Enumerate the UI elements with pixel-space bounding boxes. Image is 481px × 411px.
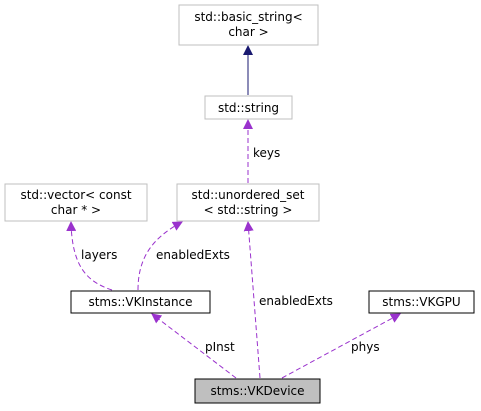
- edge-enabledexts-device: [243, 221, 261, 379]
- edge-label-keys: keys: [253, 146, 280, 160]
- edge-label-enabledexts-instance: enabledExts: [156, 248, 230, 262]
- edge-label-phys: phys: [351, 340, 380, 354]
- edge-label-layers: layers: [81, 248, 117, 262]
- node-vkdevice: stms::VKDevice: [194, 378, 321, 404]
- node-basic-string[interactable]: std::basic_string< char >: [178, 4, 319, 46]
- node-unordered-set-line2: < std::string >: [204, 203, 293, 217]
- node-vector[interactable]: std::vector< const char * >: [4, 183, 148, 222]
- node-basic-string-line1: std::basic_string<: [194, 10, 302, 24]
- node-vector-line1: std::vector< const: [20, 188, 131, 202]
- node-unordered-set-line1: std::unordered_set: [192, 188, 305, 202]
- edge-pinst: [151, 313, 237, 379]
- edge-label-pinst: pInst: [205, 340, 235, 354]
- node-vector-line2: char * >: [51, 203, 101, 217]
- node-vkdevice-label: stms::VKDevice: [210, 384, 304, 398]
- edge-label-enabledexts-device: enabledExts: [259, 294, 333, 308]
- node-vkinstance-label: stms::VKInstance: [88, 295, 192, 309]
- node-vkgpu-label: stms::VKGPU: [382, 295, 460, 309]
- node-unordered-set[interactable]: std::unordered_set < std::string >: [176, 183, 320, 222]
- node-string-label: std::string: [218, 101, 279, 115]
- edge-enabledexts-instance: [137, 221, 183, 291]
- node-vkinstance[interactable]: stms::VKInstance: [70, 290, 211, 314]
- edge-phys: [281, 313, 401, 379]
- node-basic-string-line2: char >: [228, 25, 268, 39]
- node-vkgpu[interactable]: stms::VKGPU: [368, 290, 475, 314]
- edge-layers: [66, 221, 113, 291]
- node-string[interactable]: std::string: [204, 95, 293, 120]
